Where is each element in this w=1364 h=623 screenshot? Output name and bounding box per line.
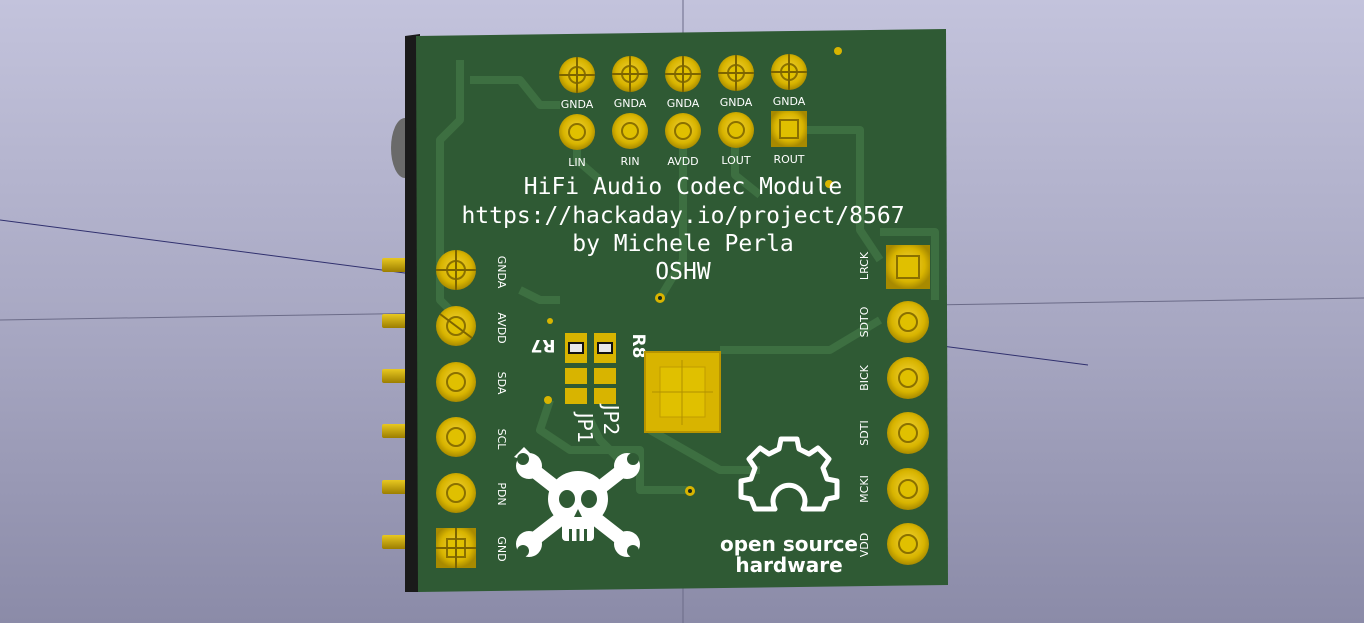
pad-gnda-5[interactable] xyxy=(771,54,807,90)
codec-ic[interactable] xyxy=(644,351,721,433)
label-top-r1-3: GNDA xyxy=(720,96,753,109)
label-left-3: SCL xyxy=(495,429,508,451)
label-left-4: PDN xyxy=(495,482,508,505)
top-header-row2 xyxy=(559,111,807,150)
label-jp1: JP1 xyxy=(573,411,597,444)
label-right-2: BICK xyxy=(858,364,871,390)
pad-left-gnda[interactable] xyxy=(436,250,476,290)
pad-rout[interactable] xyxy=(771,111,807,147)
pad-right-mcki[interactable] xyxy=(887,468,929,510)
vias xyxy=(544,47,842,496)
label-right-3: SDTI xyxy=(858,420,871,445)
pad-left-gnd[interactable] xyxy=(436,528,476,568)
copper-traces xyxy=(436,60,939,494)
label-r8: R8 xyxy=(628,334,648,359)
pad-gnda-4[interactable] xyxy=(718,55,754,91)
label-top-r2-2: AVDD xyxy=(667,155,698,168)
label-left-1: AVDD xyxy=(495,312,508,343)
oshw-gear-keyhole-icon xyxy=(738,436,840,512)
jumper-jp2[interactable] xyxy=(594,368,616,404)
label-left-2: SDA xyxy=(495,372,508,395)
pad-lin[interactable] xyxy=(559,114,595,150)
label-top-r1-1: GNDA xyxy=(614,97,647,110)
title-line-3: by Michele Perla xyxy=(572,231,794,257)
title-line-4: OSHW xyxy=(655,259,711,285)
label-r7: R7 xyxy=(531,335,556,355)
resistors: R7 R8 xyxy=(531,333,648,363)
board-title-block: HiFi Audio Codec Module https://hackaday… xyxy=(461,174,904,285)
pad-gnda-1[interactable] xyxy=(559,57,595,93)
pad-left-pdn[interactable] xyxy=(436,473,476,513)
pad-right-sdto[interactable] xyxy=(887,301,929,343)
title-line-1: HiFi Audio Codec Module xyxy=(524,174,843,200)
oshw-logo-text: open source hardware xyxy=(720,532,858,577)
label-left-0: GNDA xyxy=(495,256,508,289)
left-header-pads xyxy=(436,250,476,568)
pad-right-lrck[interactable] xyxy=(886,245,930,289)
resistor-r7[interactable] xyxy=(565,333,587,363)
pad-gnda-2[interactable] xyxy=(612,56,648,92)
pad-gnda-3[interactable] xyxy=(665,56,701,92)
label-top-r1-2: GNDA xyxy=(667,97,700,110)
label-right-5: VDD xyxy=(858,533,871,557)
right-header-labels: LRCK SDTO BICK SDTI MCKI VDD xyxy=(858,251,871,557)
label-top-r1-4: GNDA xyxy=(773,95,806,108)
top-header-row2-labels: LIN RIN AVDD LOUT ROUT xyxy=(568,153,805,169)
pad-left-sda[interactable] xyxy=(436,362,476,402)
label-left-5: GND xyxy=(495,536,508,561)
pad-left-scl[interactable] xyxy=(436,417,476,457)
left-side-pins xyxy=(382,258,410,549)
pcb-edge xyxy=(405,34,420,592)
label-right-4: MCKI xyxy=(858,475,871,503)
label-top-r2-4: ROUT xyxy=(773,153,804,166)
top-header-row1-labels: GNDA GNDA GNDA GNDA GNDA xyxy=(561,95,806,111)
pad-right-bick[interactable] xyxy=(887,357,929,399)
pad-right-sdti[interactable] xyxy=(887,412,929,454)
pad-rin[interactable] xyxy=(612,113,648,149)
label-top-r1-0: GNDA xyxy=(561,98,594,111)
top-header-row1 xyxy=(559,54,807,93)
hackaday-skull-wrenches-icon xyxy=(514,447,640,557)
pad-right-vdd[interactable] xyxy=(887,523,929,565)
label-right-0: LRCK xyxy=(858,251,871,280)
title-line-2: https://hackaday.io/project/8567 xyxy=(461,203,904,229)
label-top-r2-1: RIN xyxy=(620,155,639,168)
oshw-text-line-2: hardware xyxy=(735,553,842,577)
pad-left-avdd[interactable] xyxy=(436,306,476,346)
pad-avdd-top[interactable] xyxy=(665,113,701,149)
resistor-r8[interactable] xyxy=(594,333,616,363)
label-top-r2-3: LOUT xyxy=(721,154,750,167)
jumper-jp1[interactable] xyxy=(565,368,587,404)
label-top-r2-0: LIN xyxy=(568,156,586,169)
jumpers: JP1 JP2 xyxy=(565,368,623,443)
oshw-text-line-1: open source xyxy=(720,532,858,556)
label-right-1: SDTO xyxy=(858,306,871,337)
label-jp2: JP2 xyxy=(599,403,623,436)
left-header-labels: GNDA AVDD SDA SCL PDN GND xyxy=(495,256,508,562)
pad-lout[interactable] xyxy=(718,112,754,148)
right-header-pads xyxy=(886,245,930,565)
